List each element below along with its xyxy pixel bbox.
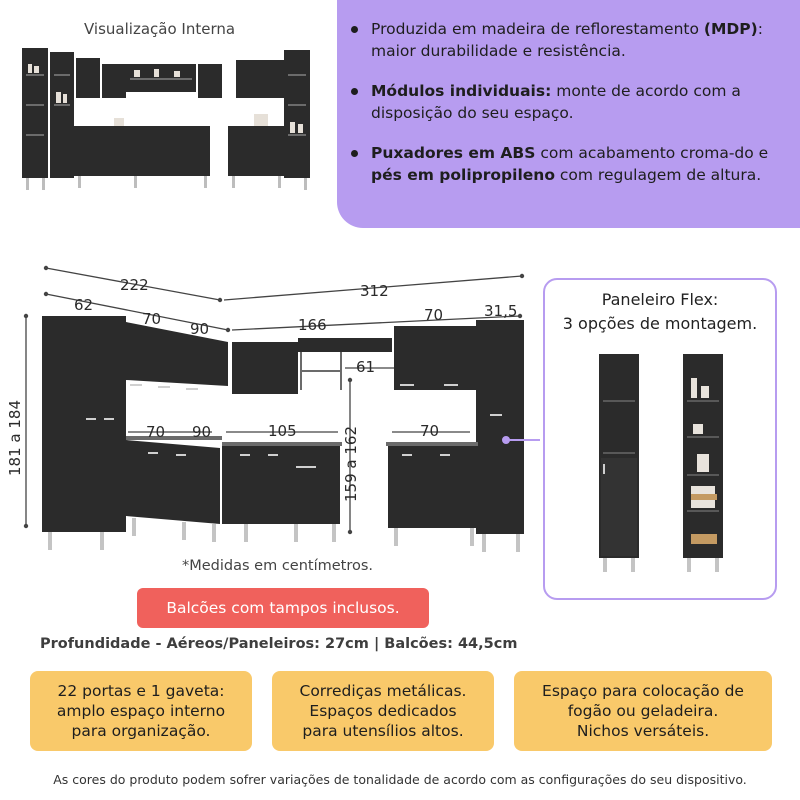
feature-card-doors: 22 portas e 1 gaveta: amplo espaço inter… [30, 671, 252, 751]
measures-note: *Medidas em centímetros. [182, 558, 374, 574]
internal-view-title: Visualização Interna [84, 20, 236, 38]
features-box: Produzida em madeira de reflorestamento … [337, 0, 800, 228]
depth-note: Profundidade - Aéreos/Paneleiros: 27cm |… [40, 636, 518, 652]
dim-total-right: 312 [360, 282, 389, 300]
countertop-badge: Balcões com tampos inclusos. [137, 588, 429, 628]
bullet-modules: Módulos individuais: monte de acordo com… [351, 80, 782, 124]
dim-upper-70b: 70 [424, 306, 443, 324]
color-disclaimer: As cores do produto podem sofrer variaçõ… [53, 772, 747, 787]
paneleiro-flex-panel: Paneleiro Flex: 3 opções de montagem. [543, 278, 777, 600]
paneleiro-options-image [599, 354, 723, 572]
dim-upper-31-5: 31,5 [484, 302, 517, 320]
dim-base-height: 159 a 162 [342, 426, 360, 502]
dim-upper-166: 166 [298, 316, 327, 334]
bullet-handles: Puxadores em ABS com acabamento croma-do… [351, 142, 782, 186]
internal-view-image [22, 48, 310, 190]
dim-base-70b: 70 [420, 422, 439, 440]
dim-total-left: 222 [120, 276, 149, 294]
dim-base-70a: 70 [146, 423, 165, 441]
dim-upper-62: 62 [74, 296, 93, 314]
dim-base-105: 105 [268, 422, 297, 440]
bullet-mdp: Produzida em madeira de reflorestamento … [351, 18, 782, 62]
dimension-diagram: 222 312 62 70 90 166 70 31,5 181 a 184 6… [6, 265, 540, 552]
dim-gap-61: 61 [356, 358, 375, 376]
dim-tall-height: 181 a 184 [6, 400, 24, 476]
dim-upper-90: 90 [190, 320, 209, 338]
dim-base-90: 90 [192, 423, 211, 441]
feature-card-slides: Corrediças metálicas. Espaços dedicados … [272, 671, 494, 751]
dim-upper-70a: 70 [142, 310, 161, 328]
paneleiro-title: Paneleiro Flex: 3 opções de montagem. [562, 290, 758, 333]
feature-card-space: Espaço para colocação de fogão ou gelade… [514, 671, 772, 751]
